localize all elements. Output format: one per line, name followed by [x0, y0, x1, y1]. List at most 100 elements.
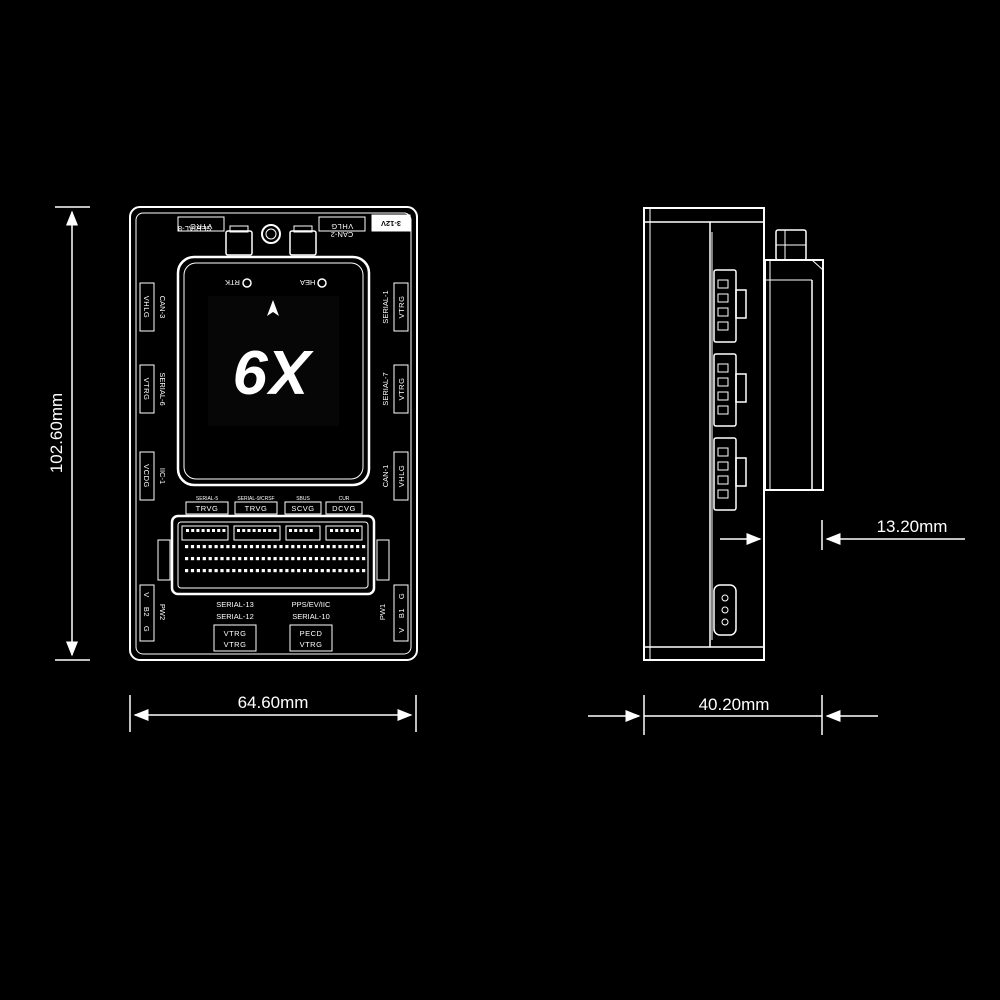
header-pin [220, 557, 224, 561]
pw2-port [139, 584, 155, 642]
depth-dimension [588, 695, 878, 735]
header-pin [356, 529, 359, 532]
header-pin [238, 569, 242, 573]
header-group-pins: TRVG [245, 504, 268, 513]
header-pin [185, 557, 189, 561]
serial8-pins: VTRG [190, 222, 213, 231]
pw1-label: PW1 [378, 604, 387, 620]
serial-pins-row1: VTRG [224, 629, 247, 638]
left-port-pins: VCDG [142, 464, 151, 488]
header-pin [344, 569, 348, 573]
front-view-labels: SERIAL-8 VTRG CAN-2 VHLG 3-12V RTK HEA X… [142, 219, 406, 649]
header-pin [344, 557, 348, 561]
header-pin [208, 557, 212, 561]
header-pin [308, 557, 313, 561]
right-port-pins: VTRG [397, 378, 406, 401]
x9-module [176, 255, 371, 487]
offset-dimension-label: 13.20mm [877, 517, 948, 536]
header-pin [299, 529, 303, 532]
right-port-serial7 [393, 364, 409, 414]
pw2-label: PW2 [158, 604, 167, 620]
left-port-iic1 [139, 451, 155, 501]
header-pin [237, 529, 240, 532]
header-pin [206, 529, 210, 532]
header-pin [190, 569, 195, 573]
header-pin [196, 529, 200, 532]
header-pin [247, 529, 251, 532]
right-port-name: CAN-1 [381, 465, 390, 488]
pw1-pin: B1 [397, 608, 406, 618]
header-pin [314, 557, 318, 561]
pw1-pin: V [397, 627, 406, 633]
header-pin [268, 529, 272, 532]
header-pin [244, 545, 248, 549]
header-pin [350, 545, 354, 549]
header-pin [244, 569, 248, 573]
can2-label: CAN-2 [331, 230, 354, 239]
header-pin [226, 557, 230, 561]
header-pin [303, 557, 307, 561]
header-pin [297, 569, 301, 573]
can2-connector [318, 216, 366, 232]
header-pin [297, 557, 301, 561]
header-pin [279, 569, 283, 573]
right-port-pins: VTRG [397, 296, 406, 319]
header-pin [202, 569, 206, 573]
header-pin [242, 529, 246, 532]
header-pin [340, 529, 344, 532]
side-connector [713, 269, 737, 343]
header-pin [261, 545, 265, 549]
header-pin [257, 529, 261, 532]
header-pin [345, 529, 349, 532]
header-pin [273, 529, 277, 532]
rtk-led-icon [242, 278, 252, 288]
header-pin [308, 545, 313, 549]
header-pin [273, 557, 277, 561]
pw1-port [393, 584, 409, 642]
header-pin [309, 529, 313, 532]
board-outline [129, 206, 418, 661]
header-pin [249, 569, 254, 573]
header-pin [320, 569, 324, 573]
header-pin [350, 529, 354, 532]
header-pin [338, 569, 342, 573]
header-pin [252, 529, 256, 532]
header-pin [196, 557, 200, 561]
header-pin [291, 545, 295, 549]
header-group-name: SBUS [296, 496, 310, 502]
header-pin [267, 545, 271, 549]
header-pin [238, 545, 242, 549]
front-view [129, 206, 418, 661]
header-pin [232, 557, 236, 561]
header-pin [320, 545, 324, 549]
right-port-can1 [393, 451, 409, 501]
header-pin [196, 545, 200, 549]
pw2-pin: V [142, 592, 151, 598]
x9-logo: X9 [235, 337, 314, 406]
header-pin [314, 545, 318, 549]
header-pin [214, 569, 218, 573]
serial-pins-row2: VTRG [224, 640, 247, 649]
header-pin [332, 557, 336, 561]
header-pin [279, 545, 283, 549]
header-pin [255, 545, 259, 549]
header-pin [291, 569, 295, 573]
right-port-serial1 [393, 282, 409, 332]
header-pin [226, 545, 230, 549]
usb-port-side [713, 584, 737, 636]
side-connector [713, 437, 737, 511]
header-pin [335, 529, 339, 532]
header-group-name: SERIAL-9/CRSF [237, 496, 274, 502]
header-pin [320, 557, 324, 561]
header-pin [261, 569, 265, 573]
header-pin [261, 557, 265, 561]
header-pin [326, 545, 330, 549]
header-pin [303, 545, 307, 549]
header-pin [249, 557, 254, 561]
left-port-pins: VHLG [142, 296, 151, 318]
left-port-pins: VTRG [142, 378, 151, 401]
header-pin [214, 545, 218, 549]
side-connector [713, 353, 737, 427]
serial8-connector [177, 216, 225, 232]
serial12-label: SERIAL-12 [216, 612, 254, 621]
